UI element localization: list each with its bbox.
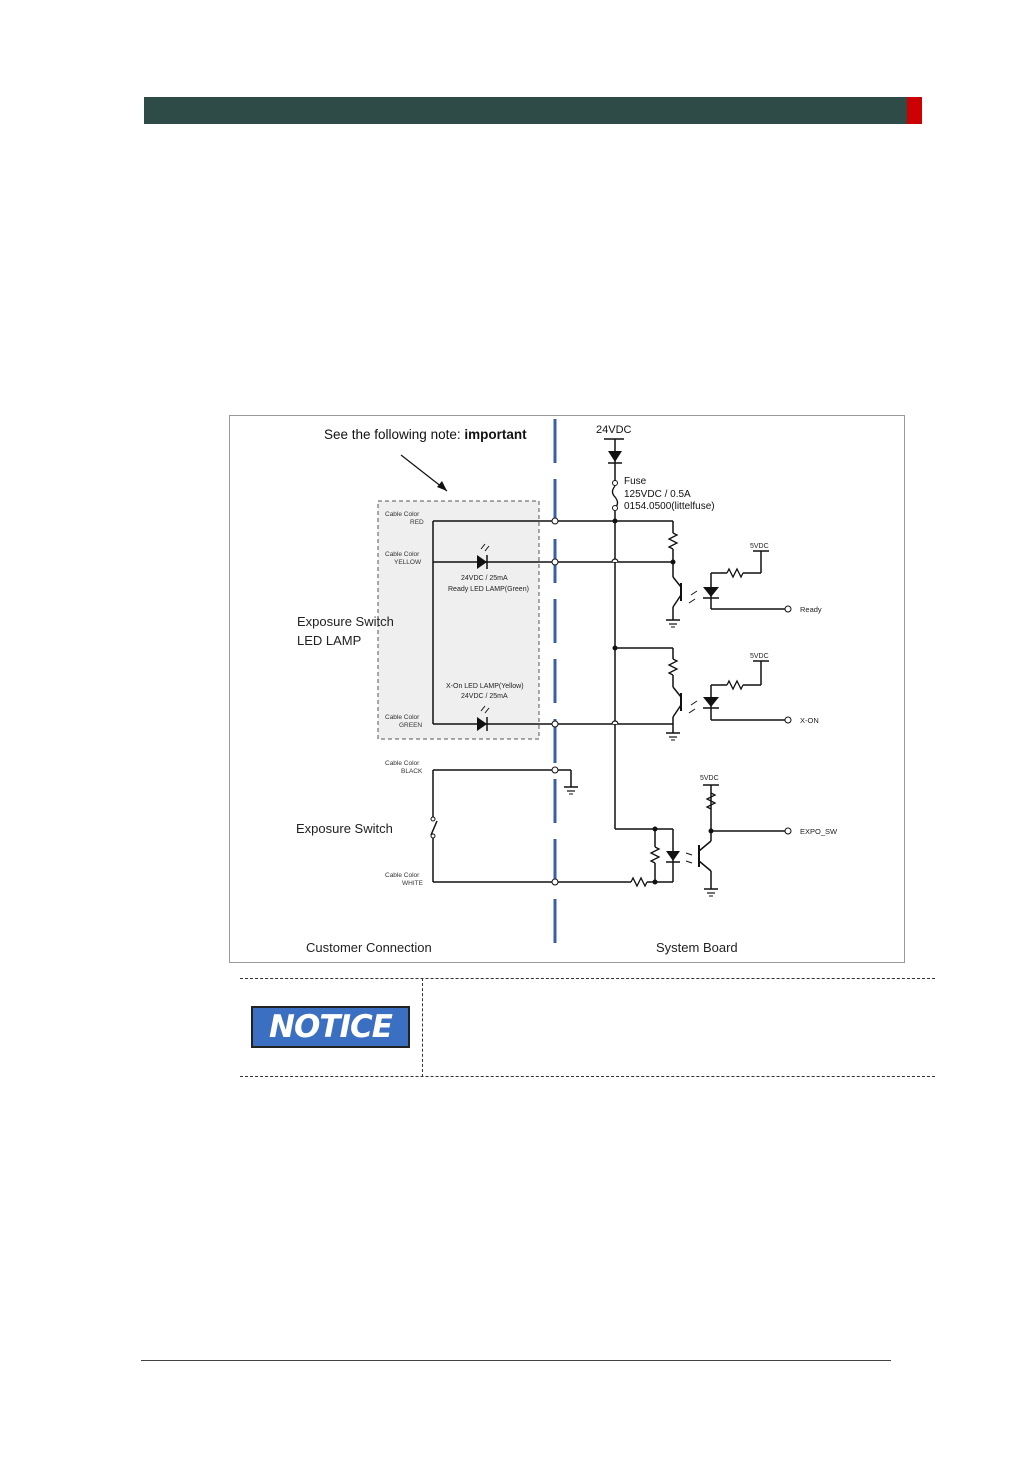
header-bar (144, 97, 907, 124)
ready-lamp-name: Ready LED LAMP(Green) (448, 586, 529, 593)
notice-badge: NOTICE (251, 1006, 410, 1048)
group-switch-label: Exposure Switch (296, 821, 393, 836)
fuse-terminal-bottom (612, 505, 618, 511)
output-ready-label: Ready (800, 605, 822, 614)
wire-white-label: WHITE (402, 880, 424, 887)
cable-color-red-label: Cable Color (385, 511, 420, 518)
wire-yellow-label: YELLOW (394, 559, 422, 566)
notice-top-rule (240, 978, 935, 979)
supply-label: 24VDC (596, 424, 632, 436)
ready-lamp-rating: 24VDC / 25mA (461, 575, 508, 582)
fuse-label: Fuse (624, 476, 647, 487)
header-accent (907, 97, 922, 124)
cable-color-white-label: Cable Color (385, 872, 420, 879)
ready-led-icon (477, 555, 487, 569)
expo-5vdc-label: 5VDC (700, 775, 719, 782)
wire-black-label: BLACK (401, 768, 423, 775)
led-lamp-region (377, 500, 540, 740)
xon-lamp-name: X-On LED LAMP(Yellow) (446, 683, 524, 690)
xon-optocoupler (666, 648, 792, 741)
note-text: See the following note: important (324, 427, 527, 442)
fuse-icon (611, 485, 619, 509)
footer-rule (141, 1360, 891, 1361)
output-expo-label: EXPO_SW (800, 827, 838, 836)
expo-optocoupler (615, 784, 792, 897)
fuse-part: 0154.0500(littelfuse) (624, 501, 715, 512)
wiring-schematic: See the following note: important 24VDC … (296, 419, 838, 955)
notice-box: NOTICE (240, 978, 935, 1077)
cable-color-yellow-label: Cable Color (385, 551, 420, 558)
wire-green-label: GREEN (399, 722, 422, 729)
customer-connection-label: Customer Connection (306, 940, 432, 955)
output-xon-label: X-ON (800, 716, 819, 725)
notice-bottom-rule (240, 1076, 935, 1077)
group-led-label-1: Exposure Switch (297, 614, 394, 629)
system-board-label: System Board (656, 940, 738, 955)
group-led-label-2: LED LAMP (297, 633, 361, 648)
cable-color-green-label: Cable Color (385, 714, 420, 721)
fuse-rating: 125VDC / 0.5A (624, 489, 691, 500)
switch-icon (430, 820, 438, 836)
notice-divider (422, 978, 423, 1077)
xon-5vdc-label: 5VDC (750, 653, 769, 660)
supply-diode-icon (608, 451, 622, 462)
figure-frame (229, 415, 905, 963)
cable-color-black-label: Cable Color (385, 760, 420, 767)
note-arrowhead (437, 481, 447, 491)
ready-5vdc-label: 5VDC (750, 543, 769, 550)
wire-red-label: RED (410, 519, 424, 526)
xon-lamp-rating: 24VDC / 25mA (461, 693, 508, 700)
xon-led-icon (477, 717, 487, 731)
fuse-terminal-top (612, 480, 618, 486)
ready-optocoupler (666, 521, 792, 628)
